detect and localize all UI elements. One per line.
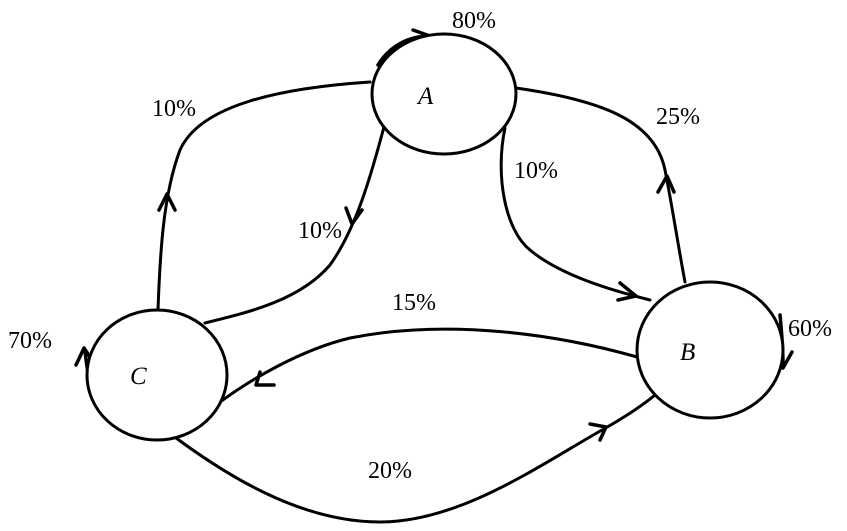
node-a-label: A (416, 83, 434, 110)
node-b (635, 280, 785, 420)
label-edge-c-to-b: 20% (368, 458, 412, 484)
node-a (370, 32, 518, 156)
label-edge-b-to-a: 25% (656, 104, 700, 130)
node-b-label: B (680, 339, 695, 366)
arrow-b-to-a (656, 174, 676, 194)
edge-b-to-c (218, 327, 639, 404)
node-c-label: C (130, 363, 147, 390)
label-self-loop-b: 60% (788, 316, 832, 342)
arrow-c-to-b (588, 422, 608, 442)
label-edge-a-to-b: 10% (514, 158, 558, 184)
label-edge-c-to-a: 10% (152, 96, 196, 122)
label-edge-a-to-c: 10% (298, 218, 342, 244)
label-edge-b-to-c: 15% (392, 290, 436, 316)
label-self-loop-c: 70% (8, 328, 52, 354)
arrow-a-to-b (616, 281, 638, 302)
edge-a-to-b (499, 126, 652, 302)
label-self-loop-a: 80% (452, 8, 496, 34)
edge-b-to-a (514, 86, 687, 284)
edge-a-to-c (203, 121, 387, 325)
node-c (85, 308, 229, 442)
edge-c-to-b (166, 393, 657, 524)
arrow-c-to-a (157, 192, 177, 212)
edge-c-to-a (156, 80, 372, 312)
arrow-a-to-c (344, 206, 364, 226)
arrow-b-to-c (254, 370, 276, 387)
